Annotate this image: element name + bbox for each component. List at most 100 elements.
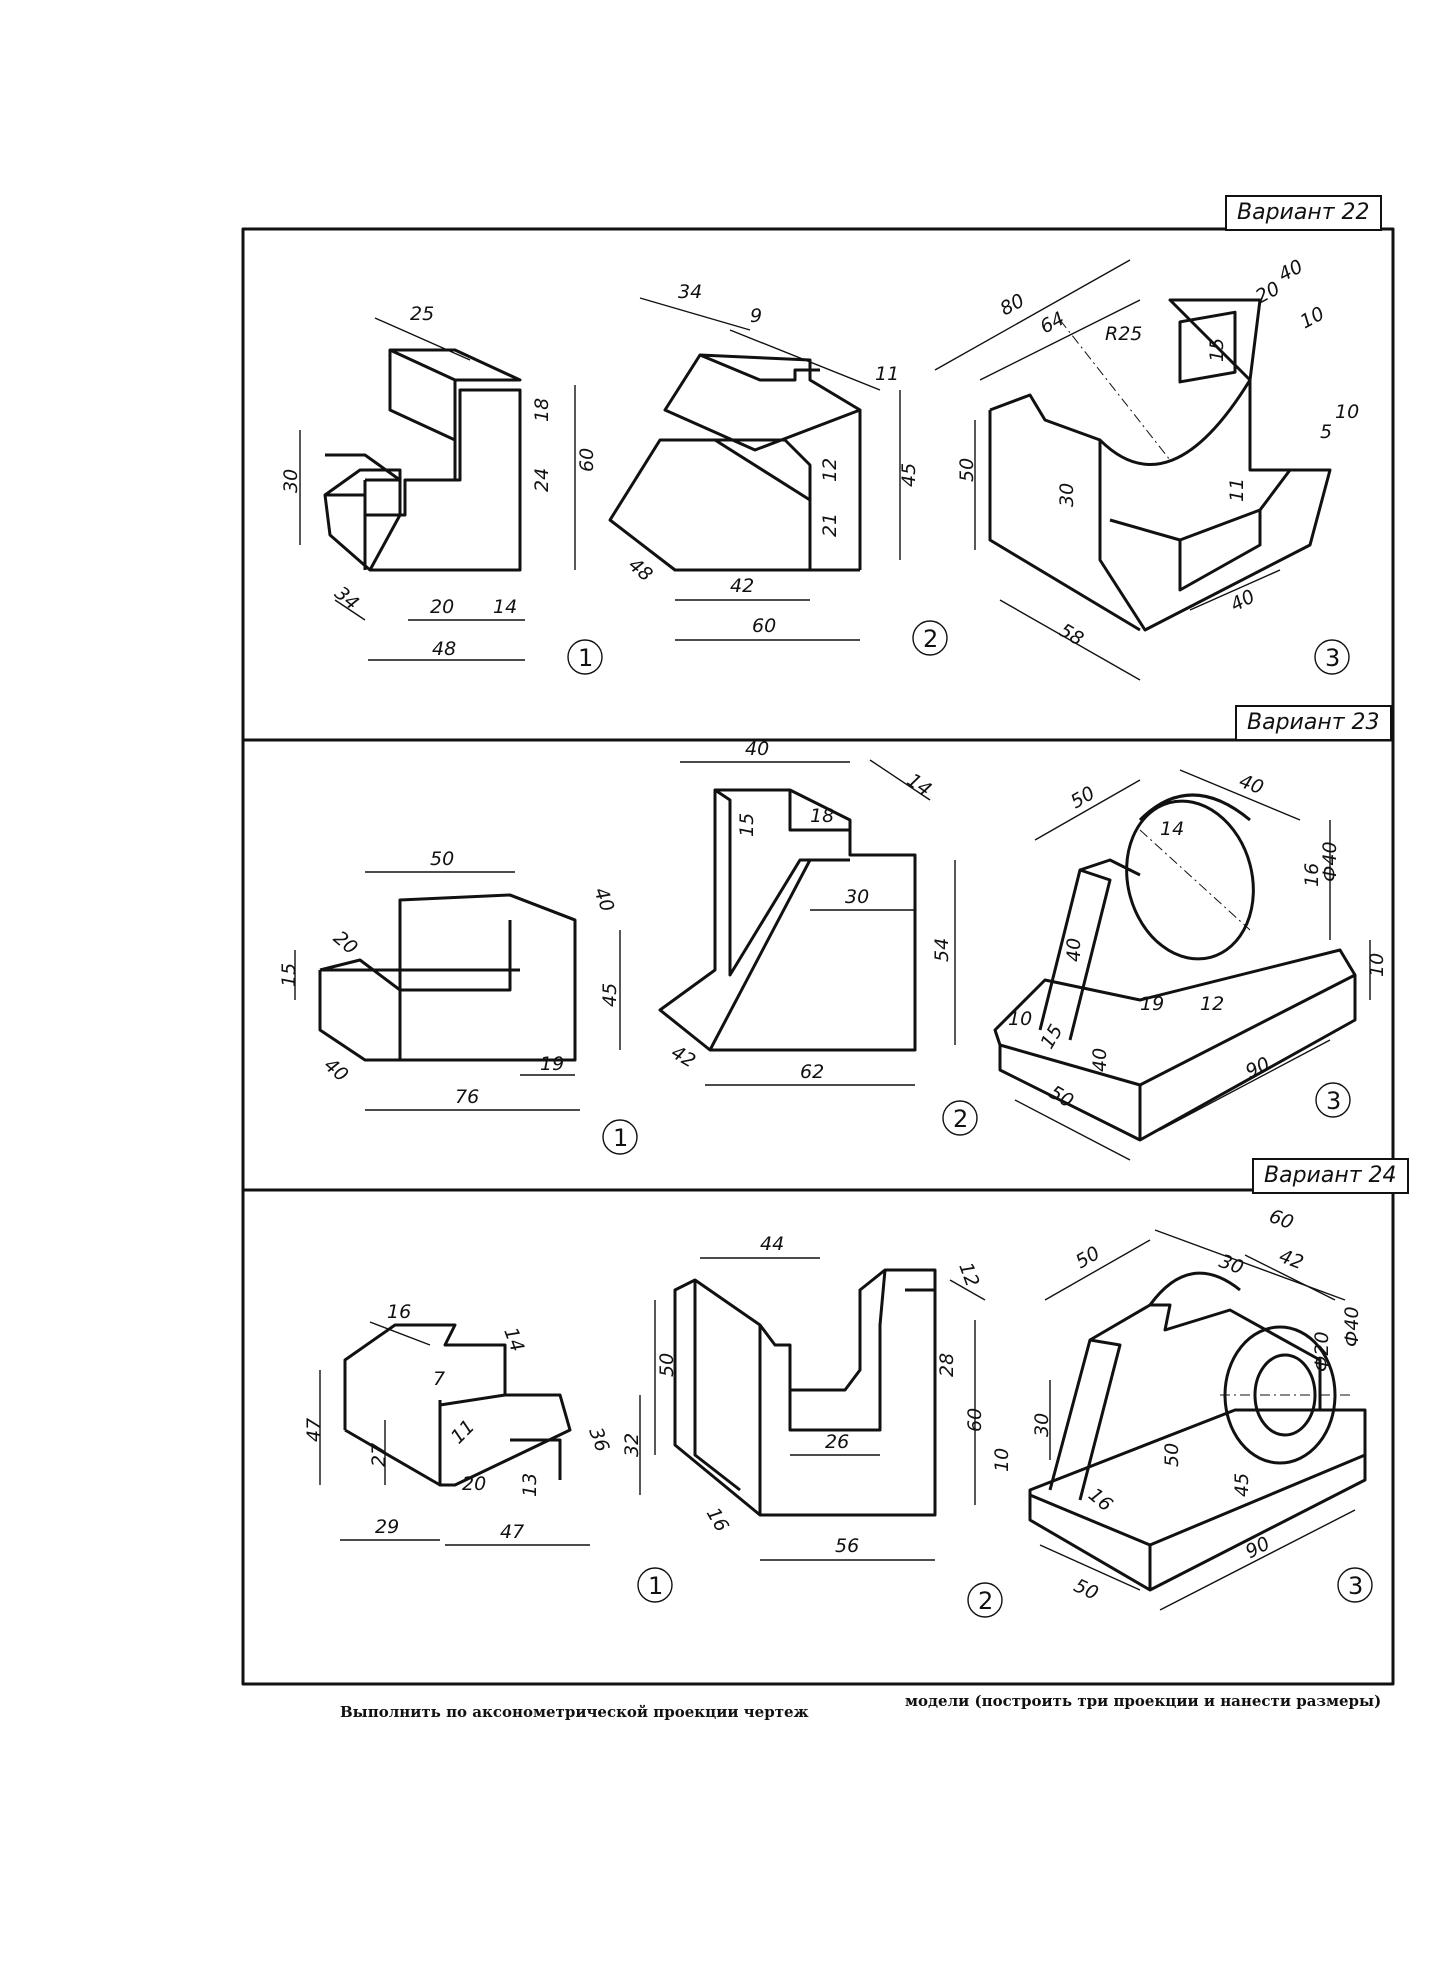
dim-label: 58 — [1055, 619, 1087, 650]
dim-label: 47 — [500, 1521, 524, 1543]
variant-label: Вариант 24 — [1252, 1158, 1409, 1194]
model-23-3 — [993, 769, 1371, 1161]
dim-label: 12 — [1200, 993, 1224, 1015]
dim-label: 44 — [760, 1233, 784, 1255]
model-24-1 — [319, 1321, 641, 1546]
dim-label: 40 — [589, 885, 618, 915]
dim-label: 64 — [1036, 308, 1068, 339]
dim-label: 14 — [493, 596, 517, 618]
dim-label: Ф40 — [1319, 841, 1341, 882]
model-index-circle — [967, 1582, 1003, 1618]
dim-label: 7 — [433, 1368, 445, 1390]
dim-label: 30 — [845, 886, 869, 908]
dim-label: 40 — [1275, 255, 1307, 286]
dim-label: 12 — [819, 458, 841, 482]
dim-label: 34 — [330, 582, 363, 614]
dim-label: 11 — [875, 363, 899, 385]
model-index-circle — [1337, 1567, 1373, 1603]
dim-label: 20 — [462, 1473, 486, 1495]
dim-label: 15 — [736, 813, 758, 837]
model-index: 3 — [1326, 1087, 1341, 1115]
dim-label: Ф40 — [1341, 1306, 1363, 1347]
dim-label: Ф20 — [1311, 1331, 1333, 1372]
dim-label: 15 — [1206, 338, 1228, 362]
dim-label: 48 — [432, 638, 456, 660]
dim-label: 30 — [1056, 483, 1078, 507]
model-index: 1 — [578, 644, 593, 672]
dim-label: 11 — [1226, 478, 1248, 502]
dim-label: 16 — [702, 1504, 733, 1536]
dim-label: 16 — [1084, 1484, 1117, 1516]
caption-left: Выполнить по аксонометрической проекции … — [340, 1703, 809, 1721]
dim-label: 10 — [1296, 303, 1328, 334]
variant-label: Вариант 23 — [1235, 705, 1392, 741]
model-index: 3 — [1348, 1572, 1363, 1600]
dim-label: 60 — [964, 1408, 986, 1432]
dim-label: 32 — [621, 1433, 643, 1457]
dim-label: 42 — [730, 575, 754, 597]
dim-label: 90 — [1242, 1532, 1274, 1563]
model-index: 2 — [978, 1587, 993, 1615]
model-index-circle — [1314, 639, 1350, 675]
dim-label: 42 — [667, 1041, 699, 1072]
dim-label: 28 — [936, 1353, 958, 1377]
model-24-3 — [1028, 1229, 1367, 1611]
dim-label: 18 — [810, 805, 834, 827]
dim-label: 45 — [898, 463, 920, 487]
dim-label: 14 — [903, 769, 935, 801]
model-22-2 — [608, 297, 901, 641]
dim-label: 45 — [1231, 1473, 1253, 1497]
dim-label: 18 — [531, 398, 553, 422]
dim-label: 48 — [624, 554, 657, 586]
dim-label: 40 — [1063, 938, 1085, 962]
dim-label: 50 — [956, 458, 978, 482]
dim-label: 54 — [931, 938, 953, 962]
variant-label: Вариант 22 — [1225, 195, 1382, 231]
model-index-circle — [637, 1567, 673, 1603]
model-index: 3 — [1325, 644, 1340, 672]
model-24-2 — [654, 1257, 986, 1561]
model-index-circle — [602, 1119, 638, 1155]
dim-label: 16 — [1301, 863, 1323, 887]
dim-label: 50 — [1067, 782, 1099, 813]
dim-label: 20 — [329, 927, 362, 959]
dim-label: 36 — [584, 1425, 613, 1455]
dim-label: 14 — [1160, 818, 1184, 840]
dim-label: 62 — [800, 1061, 824, 1083]
dim-label: 9 — [750, 305, 762, 327]
dim-label: 40 — [1227, 585, 1259, 616]
model-22-3 — [934, 259, 1332, 681]
dim-label: 40 — [1089, 1048, 1111, 1072]
dim-label: 40 — [745, 738, 769, 760]
dim-label: 29 — [375, 1516, 399, 1538]
dim-label: 56 — [835, 1535, 859, 1557]
dim-label: 40 — [320, 1054, 353, 1086]
sheet-frame — [241, 227, 1395, 1686]
dim-label: 50 — [430, 848, 454, 870]
dim-label: 50 — [1070, 1575, 1101, 1605]
dim-label: 20 — [430, 596, 454, 618]
model-23-2 — [658, 759, 956, 1086]
dim-label: 90 — [1242, 1053, 1273, 1083]
model-index-circle — [1315, 1082, 1351, 1118]
dim-label: 15 — [278, 963, 300, 987]
dim-label: 42 — [1276, 1245, 1306, 1274]
dim-label: 47 — [303, 1418, 325, 1442]
dim-label: 19 — [1140, 993, 1164, 1015]
dim-label: 16 — [387, 1301, 411, 1323]
dim-label: 24 — [531, 468, 553, 492]
model-index-circle — [942, 1100, 978, 1136]
dim-label: 5 — [1320, 421, 1332, 443]
dim-label: 76 — [455, 1086, 479, 1108]
model-23-1 — [294, 871, 621, 1111]
model-index: 2 — [923, 625, 938, 653]
dim-label: 34 — [678, 281, 702, 303]
dim-label: 30 — [280, 469, 302, 493]
model-index-circle — [567, 639, 603, 675]
dim-label: 10 — [1335, 401, 1359, 423]
dim-label: 10 — [991, 1448, 1013, 1472]
dim-label: 60 — [576, 448, 598, 472]
dim-label: 80 — [996, 290, 1028, 321]
